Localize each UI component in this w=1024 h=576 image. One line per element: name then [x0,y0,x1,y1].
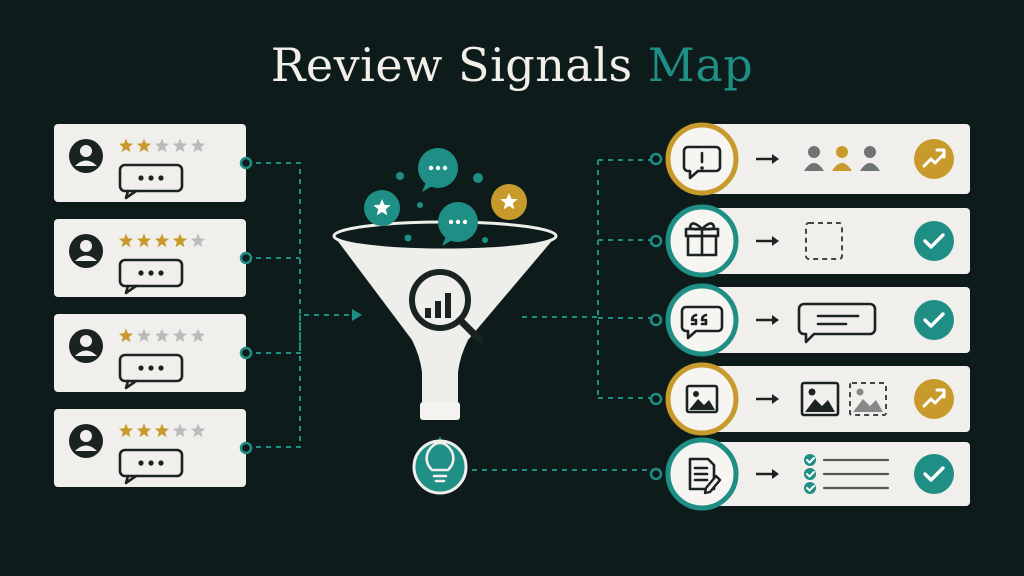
funnel-spout [420,402,460,420]
speech-bubble-icon [118,163,184,200]
image-icon [665,362,739,436]
star-filled [154,233,170,248]
signal-card-bg [690,287,970,353]
connector-dot [649,234,663,248]
star-empty [190,138,206,153]
star-filled [136,233,152,248]
star-rating [118,423,206,438]
review-cards [54,124,253,487]
quote-bubble-icon [665,283,739,357]
title-accent: Map [647,38,754,92]
funnel-input-arrow [352,309,362,321]
review-card [54,124,253,202]
signal-card [649,204,970,278]
signal-card [649,437,970,511]
connector-dot [239,441,253,455]
speech-bubble-icon [118,448,184,485]
analytics-magnifier-icon [409,269,484,344]
check-icon [914,221,954,261]
signal-card [649,122,970,196]
star-rating [118,138,206,153]
star-filled [154,423,170,438]
star-empty [136,328,152,343]
connector-review-3 [246,315,301,354]
star-rating [118,233,206,248]
connector-dot [649,313,663,327]
page-title: Review Signals Map [0,38,1024,92]
signal-card-bg [690,366,970,432]
star-empty [172,138,188,153]
star-empty [190,423,206,438]
star-icon [491,184,527,220]
chat-bubble-icon [418,148,458,192]
trend-up-icon [914,139,954,179]
star-icon [364,190,400,226]
star-filled [118,423,134,438]
star-rating [118,328,206,343]
signal-card-bg [690,124,970,194]
avatar-icon [69,139,103,173]
star-empty [154,328,170,343]
review-card [54,219,253,297]
avatar-icon [69,234,103,268]
star-empty [190,328,206,343]
check-icon [914,454,954,494]
arrow-right-icon [756,154,779,164]
funnel-particles [364,148,527,246]
connector-dot [649,467,663,481]
people-group-icon [804,146,880,171]
star-filled [172,233,188,248]
star-filled [136,423,152,438]
avatar-icon [69,424,103,458]
arrow-right-icon [756,236,779,246]
signal-card [649,362,970,436]
document-edit-icon [665,437,739,511]
connector-insight [439,437,652,471]
speech-bubble-icon [118,258,184,295]
connector-dot [239,251,253,265]
connector-dot [649,392,663,406]
review-card [54,314,253,392]
arrow-right-icon [756,394,779,404]
check-icon [914,300,954,340]
star-empty [154,138,170,153]
right-connectors [439,159,652,471]
connector-review-1 [246,162,352,316]
star-filled [136,138,152,153]
arrow-right-icon [756,469,779,479]
star-filled [118,328,134,343]
image-pair-icon [800,381,887,417]
connector-dot [649,152,663,166]
signal-card-bg [690,208,970,274]
connector-dot [239,346,253,360]
left-connectors [246,162,362,448]
message-bubble-icon [797,302,877,344]
connector-dot [239,156,253,170]
avatar-icon [69,329,103,363]
signal-cards [649,122,970,511]
connector-review-4 [246,315,301,448]
checklist-icon [804,454,890,494]
star-filled [118,233,134,248]
speech-bubble-icon [118,353,184,390]
signal-card [649,283,970,357]
empty-placeholder-icon [805,222,843,260]
lightbulb-icon [412,439,468,495]
arrow-right-icon [756,315,779,325]
gift-icon [665,204,739,278]
title-main: Review Signals [270,38,633,92]
chat-bubble-icon [438,202,478,246]
funnel [332,220,558,420]
trend-up-icon [914,379,954,419]
review-card [54,409,253,487]
star-empty [172,328,188,343]
star-empty [172,423,188,438]
star-filled [118,138,134,153]
alert-bubble-icon [665,122,739,196]
star-empty [190,233,206,248]
